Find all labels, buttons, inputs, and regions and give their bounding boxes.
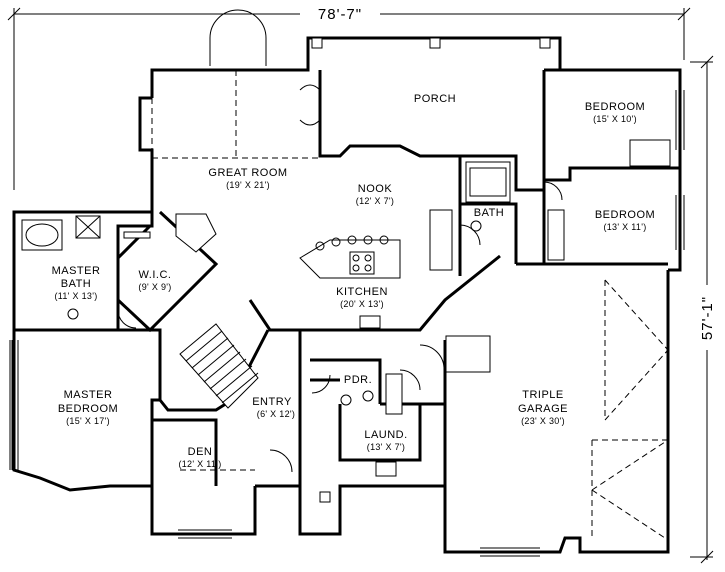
room-kitchen: KITCHEN (20' X 13')	[336, 286, 388, 309]
porch-label: PORCH	[414, 93, 456, 105]
wic-size: (9' X 9')	[138, 282, 171, 292]
den-size: (12' X 11')	[178, 459, 221, 469]
bedroom-1-label: BEDROOM	[585, 101, 645, 113]
room-bath: BATH	[474, 207, 505, 219]
garage-label-1: TRIPLE	[522, 389, 564, 401]
master-bedroom-size: (15' X 17')	[66, 416, 110, 426]
garage-size: (23' X 30')	[521, 416, 565, 426]
exterior-walls	[12, 36, 682, 554]
kitchen-size: (20' X 13')	[340, 299, 384, 309]
master-bath-label-2: BATH	[61, 278, 92, 290]
room-bedroom-2: BEDROOM (13' X 11')	[595, 209, 655, 232]
great-room-size: (19' X 21')	[226, 180, 270, 190]
windows	[9, 90, 685, 557]
nook-label: NOOK	[358, 183, 393, 195]
bedroom-2-size: (13' X 11')	[603, 222, 646, 232]
bedroom-1-size: (15' X 10')	[593, 114, 637, 124]
overall-depth-label: 57'-1"	[699, 296, 716, 340]
room-laundry: LAUND. (13' X 7')	[364, 429, 407, 452]
laundry-label: LAUND.	[364, 429, 407, 441]
room-wic: W.I.C. (9' X 9')	[138, 269, 171, 292]
garage-label-2: GARAGE	[518, 403, 568, 415]
master-bedroom-label-2: BEDROOM	[58, 403, 118, 415]
bath-label: BATH	[474, 207, 505, 219]
room-den: DEN (12' X 11')	[178, 446, 221, 469]
dashed-dividers	[151, 70, 669, 541]
room-garage: TRIPLE GARAGE (23' X 30')	[518, 389, 568, 426]
laundry-size: (13' X 7')	[367, 442, 405, 452]
overall-width-label: 78'-7"	[318, 6, 362, 23]
nook-size: (12' X 7')	[356, 196, 394, 206]
great-room-label: GREAT ROOM	[208, 167, 287, 179]
wic-label: W.I.C.	[139, 269, 172, 281]
entry-size: (6' X 12')	[257, 409, 295, 419]
room-entry: ENTRY (6' X 12')	[252, 396, 295, 419]
pdr-label: PDR.	[344, 374, 372, 386]
room-nook: NOOK (12' X 7')	[356, 183, 394, 206]
staircase	[179, 323, 259, 409]
depth-dimension-line	[690, 55, 714, 564]
bedroom-2-label: BEDROOM	[595, 209, 655, 221]
room-master-bedroom: MASTER BEDROOM (15' X 17')	[58, 389, 118, 426]
room-master-bath: MASTER BATH (11' X 13')	[52, 265, 101, 301]
den-label: DEN	[188, 446, 213, 458]
fixtures	[21, 139, 671, 477]
master-bath-label-1: MASTER	[52, 265, 101, 277]
porch-columns	[311, 37, 551, 503]
width-dimension-line	[7, 7, 691, 190]
room-pdr: PDR.	[344, 374, 372, 386]
kitchen-label: KITCHEN	[336, 286, 388, 298]
master-bath-size: (11' X 13')	[54, 291, 97, 301]
entry-label: ENTRY	[252, 396, 292, 408]
doors	[117, 9, 563, 473]
master-bedroom-label-1: MASTER	[64, 389, 113, 401]
room-porch: PORCH	[414, 93, 456, 105]
room-great-room: GREAT ROOM (19' X 21')	[208, 167, 287, 190]
room-bedroom-1: BEDROOM (15' X 10')	[585, 101, 645, 124]
